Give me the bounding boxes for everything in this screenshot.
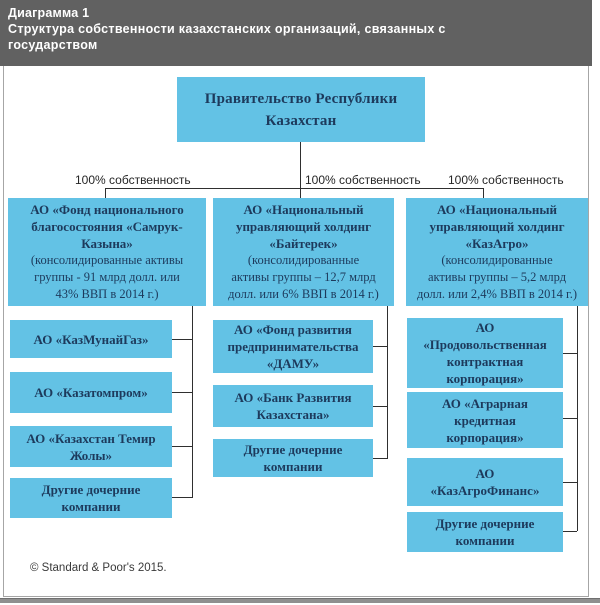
figure-header: Диаграмма 1 Структура собственности каза…	[0, 0, 592, 66]
figure-title: Структура собственности казахстанских ор…	[8, 22, 446, 52]
connector-samruk-spine	[192, 306, 193, 498]
connector-kazagro-stub-4	[563, 531, 577, 532]
node-baiterek-other-subsidiaries-label: Другие дочерние компании	[243, 442, 343, 474]
node-government-label: Правительство Республики Казахстан	[204, 90, 398, 129]
connector-samruk-stub-2	[172, 392, 192, 393]
node-samruk-other-subsidiaries: Другие дочерние компании	[10, 478, 172, 518]
ownership-label-2: 100% собственность	[305, 173, 421, 187]
connector-kazagro-stub-3	[563, 482, 577, 483]
connector-kazagro-stub-2	[563, 418, 577, 419]
node-agrarian-credit-corporation-label: АО «Аграрная кредитная корпорация»	[442, 395, 528, 445]
node-development-bank-kazakhstan-label: АО «Банк Развития Казахстана»	[234, 390, 352, 422]
node-agrarian-credit-corporation: АО «Аграрная кредитная корпорация»	[407, 392, 563, 448]
node-kazagro-other-subsidiaries-label: Другие дочерние компании	[435, 516, 535, 548]
node-samruk-kazyna-name: АО «Фонд национального благосостояния «С…	[30, 202, 184, 251]
connector-drop-middle	[300, 188, 301, 198]
connector-samruk-stub-1	[172, 339, 192, 340]
copyright-note: © Standard & Poor's 2015.	[30, 562, 167, 574]
node-kazakhstan-temir-zholy: АО «Казахстан Темир Жолы»	[10, 426, 172, 467]
connector-kazagro-stub-1	[563, 353, 577, 354]
node-baiterek-name: АО «Национальный управляющий холдинг «Ба…	[235, 202, 372, 251]
connector-horizontal	[105, 188, 484, 189]
node-food-contract-corporation-label: АО «Продовольственная контрактная корпор…	[423, 320, 547, 386]
node-kazmunaygas: АО «КазМунайГаз»	[10, 320, 172, 358]
connector-baiterek-stub-3	[373, 458, 387, 459]
connector-samruk-stub-4	[172, 497, 192, 498]
node-kazmunaygas-label: АО «КазМунайГаз»	[33, 331, 149, 347]
node-kazagro-note: (консолидированные активы группы – 5,2 м…	[416, 253, 578, 301]
node-damu-label: АО «Фонд развития предпринимательства «Д…	[227, 322, 359, 371]
node-kazakhstan-temir-zholy-label: АО «Казахстан Темир Жолы»	[26, 430, 156, 463]
node-samruk-kazyna: АО «Фонд национального благосостояния «С…	[8, 198, 206, 306]
connector-samruk-stub-3	[172, 446, 192, 447]
node-kazagro-other-subsidiaries: Другие дочерние компании	[407, 512, 563, 552]
ownership-label-3: 100% собственность	[448, 173, 564, 187]
connector-kazagro-spine	[577, 306, 578, 531]
node-baiterek-note: (консолидированные активы группы – 12,7 …	[228, 253, 379, 301]
node-damu: АО «Фонд развития предпринимательства «Д…	[213, 320, 373, 373]
node-samruk-kazyna-note: (консолидированные активы группы - 91 мл…	[30, 253, 184, 301]
connector-baiterek-stub-2	[373, 406, 387, 407]
ownership-label-1: 100% собственность	[75, 173, 191, 187]
connector-drop-right	[483, 188, 484, 198]
connector-baiterek-spine	[387, 306, 388, 459]
node-development-bank-kazakhstan: АО «Банк Развития Казахстана»	[213, 385, 373, 427]
figure-number: Диаграмма 1	[8, 6, 90, 20]
connector-baiterek-stub-1	[373, 346, 387, 347]
node-kazagrofinance-label: АО «КазАгроФинанс»	[430, 466, 540, 498]
node-kazatomprom-label: АО «Казатомпром»	[34, 385, 148, 400]
node-baiterek-other-subsidiaries: Другие дочерние компании	[213, 439, 373, 477]
node-food-contract-corporation: АО «Продовольственная контрактная корпор…	[407, 318, 563, 388]
node-kazagro-name: АО «Национальный управляющий холдинг «Ка…	[429, 202, 565, 251]
node-baiterek: АО «Национальный управляющий холдинг «Ба…	[213, 198, 394, 306]
connector-drop-left	[105, 188, 106, 198]
node-government: Правительство Республики Казахстан	[177, 77, 425, 142]
node-kazagrofinance: АО «КазАгроФинанс»	[407, 458, 563, 506]
node-kazatomprom: АО «Казатомпром»	[10, 372, 172, 413]
node-samruk-other-subsidiaries-label: Другие дочерние компании	[41, 482, 141, 514]
connector-root-drop	[300, 142, 301, 188]
bottom-rule	[0, 598, 600, 603]
node-kazagro: АО «Национальный управляющий холдинг «Ка…	[406, 198, 588, 306]
